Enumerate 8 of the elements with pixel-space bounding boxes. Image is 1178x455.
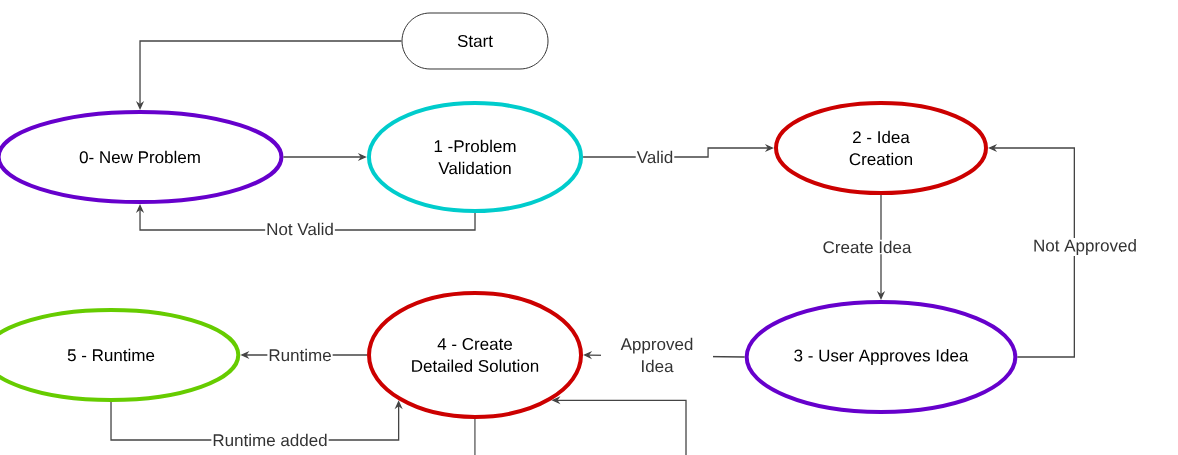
edge-label: Not Valid: [265, 221, 335, 237]
edge-label: Valid: [635, 149, 675, 165]
edge-label: Create Idea: [821, 239, 913, 255]
edge-label: Approved Idea: [601, 336, 713, 374]
edge-label: Runtime added: [211, 432, 329, 448]
start-terminator: Start: [401, 12, 549, 70]
edge-label: Not Approved: [1032, 238, 1138, 256]
edge-label: Runtime: [267, 347, 333, 363]
